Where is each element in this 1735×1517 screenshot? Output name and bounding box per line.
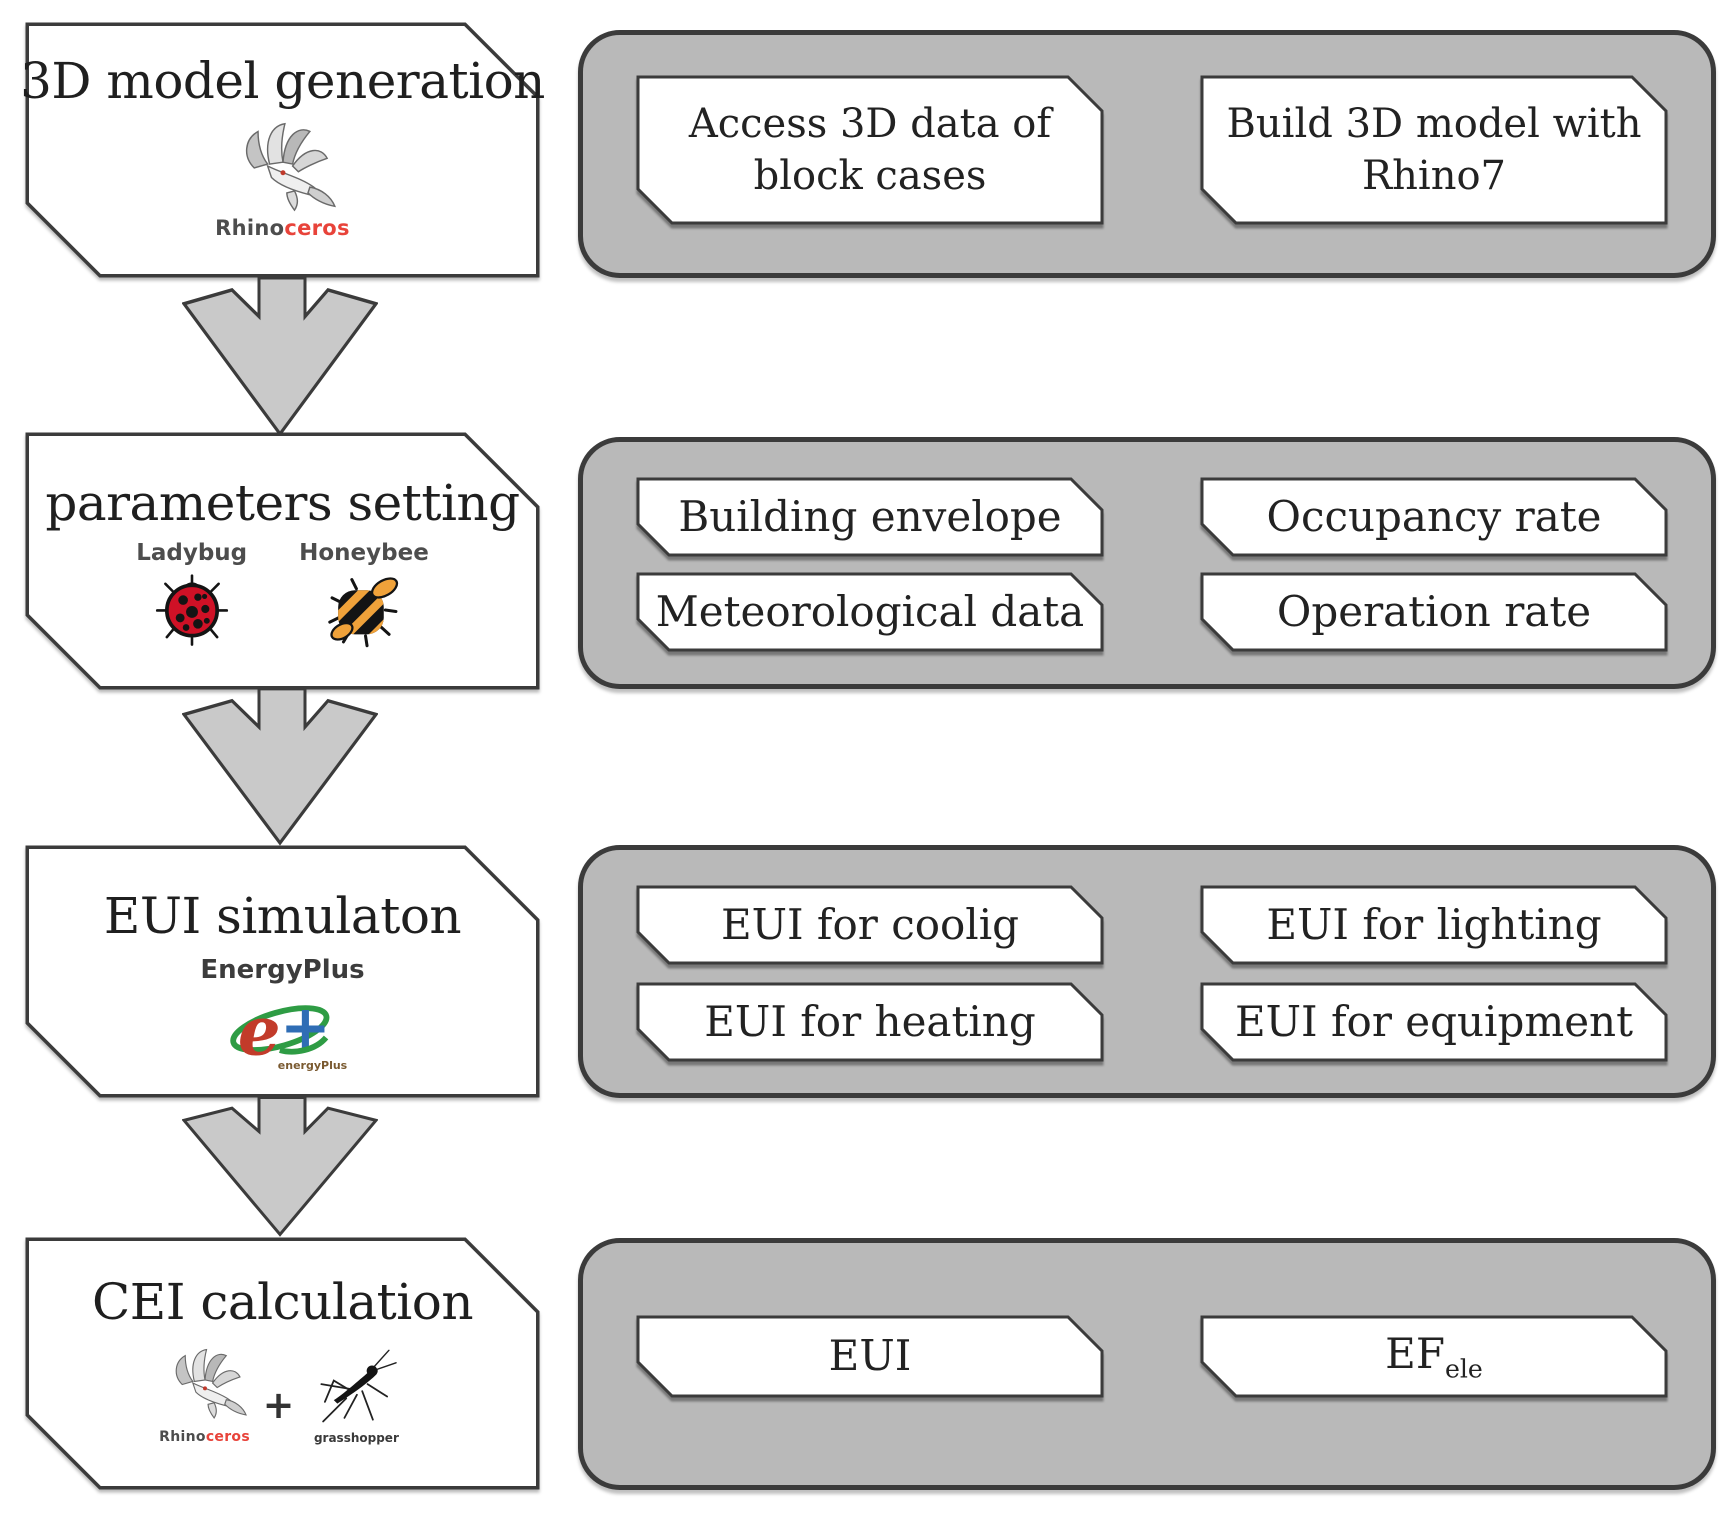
output-box-label: Occupancy rate [1266, 491, 1602, 541]
rhino-wordmark-red: ceros [284, 216, 350, 240]
grasshopper-tool: grasshopper [306, 1345, 406, 1445]
output-box-label: EUI for coolig [720, 899, 1020, 949]
down-arrow-icon [182, 1096, 378, 1237]
output-box-label: Build 3D model with Rhino7 [1226, 101, 1642, 199]
output-box: Occupancy rate [1200, 477, 1668, 557]
ef-subscript: ele [1444, 1354, 1483, 1384]
honeybee-icon [328, 577, 399, 648]
output-box: EUI for lighting [1200, 885, 1668, 965]
rhino-wordmark-dark: Rhino [215, 216, 285, 240]
grasshopper-icon [320, 1349, 398, 1423]
output-box: EUI for heating [636, 982, 1104, 1062]
output-box-label: EFele [1385, 1327, 1483, 1386]
output-box: EUI for equipment [1200, 982, 1668, 1062]
energyplus-logo-icon: e + [229, 991, 330, 1069]
rhinoceros-logo-icon [245, 123, 336, 211]
stage2-title: parameters setting [45, 474, 520, 532]
rhino-wordmark-dark: Rhino [159, 1429, 206, 1445]
rhinoceros-logo-icon [175, 1348, 247, 1419]
stage-box-cei-calculation: CEI calculation Rhinoceros + [25, 1237, 540, 1490]
output-box-label: Access 3D data of block cases [688, 101, 1052, 199]
rhinoceros-wordmark: Rhinoceros [159, 1429, 250, 1445]
down-arrow-icon [182, 276, 378, 437]
ef-base: EF [1385, 1328, 1445, 1378]
rhinoceros-wordmark: Rhinoceros [215, 216, 350, 240]
stage-box-eui-simulation: EUI simulaton EnergyPlus e + energyPlus [25, 845, 540, 1098]
stage3-title: EUI simulaton [103, 887, 462, 945]
stage-box-3d-model-generation: 3D model generation Rhinoceros [20, 22, 545, 278]
output-box-label: Operation rate [1276, 586, 1592, 636]
stage4-title: CEI calculation [91, 1273, 474, 1331]
output-box-label: Building envelope [678, 491, 1062, 541]
plus-sign: + [262, 1383, 295, 1427]
output-box-label: EUI for heating [704, 996, 1036, 1046]
plugin-tools-row: Ladybug [136, 540, 429, 648]
stage1-title: 3D model generation [20, 52, 545, 110]
output-box: Access 3D data of block cases [636, 75, 1104, 225]
grasshopper-label: grasshopper [313, 1431, 399, 1445]
output-box: Operation rate [1200, 572, 1668, 652]
output-box-label: Meteorological data [655, 586, 1085, 636]
honeybee-label: Honeybee [299, 540, 429, 566]
calculation-tools-row: Rhinoceros + [159, 1345, 407, 1445]
stage1-outputs-panel: Access 3D data of block cases Build 3D m… [578, 30, 1716, 278]
output-box-label: EUI for equipment [1235, 996, 1633, 1046]
output-box-label: EUI [828, 1331, 912, 1381]
ladybug-icon [155, 574, 228, 646]
stage4-outputs-panel: EUI EFele [578, 1238, 1716, 1490]
stage2-outputs-panel: Building envelope Occupancy rate Meteoro… [578, 437, 1716, 689]
energyplus-e-glyph: e [237, 991, 280, 1069]
honeybee-tool: Honeybee [299, 540, 429, 648]
output-box: Building envelope [636, 477, 1104, 557]
output-box-label: EUI for lighting [1266, 899, 1602, 949]
rhinoceros-tool: Rhinoceros [159, 1345, 251, 1445]
stage3-outputs-panel: EUI for coolig EUI for lighting EUI for … [578, 845, 1716, 1098]
stage-box-parameters-setting: parameters setting Ladybug [25, 432, 540, 690]
output-box: EUI for coolig [636, 885, 1104, 965]
output-box: EUI [636, 1315, 1104, 1398]
energyplus-label: EnergyPlus [200, 955, 365, 985]
rhino-wordmark-red: ceros [205, 1429, 250, 1445]
down-arrow-icon [182, 687, 378, 846]
output-box: Build 3D model with Rhino7 [1200, 75, 1668, 225]
output-box: Meteorological data [636, 572, 1104, 652]
output-box: EFele [1200, 1315, 1668, 1398]
ladybug-tool: Ladybug [136, 540, 247, 648]
ladybug-label: Ladybug [136, 540, 248, 566]
energyplus-caption: energyPlus [277, 1059, 348, 1072]
